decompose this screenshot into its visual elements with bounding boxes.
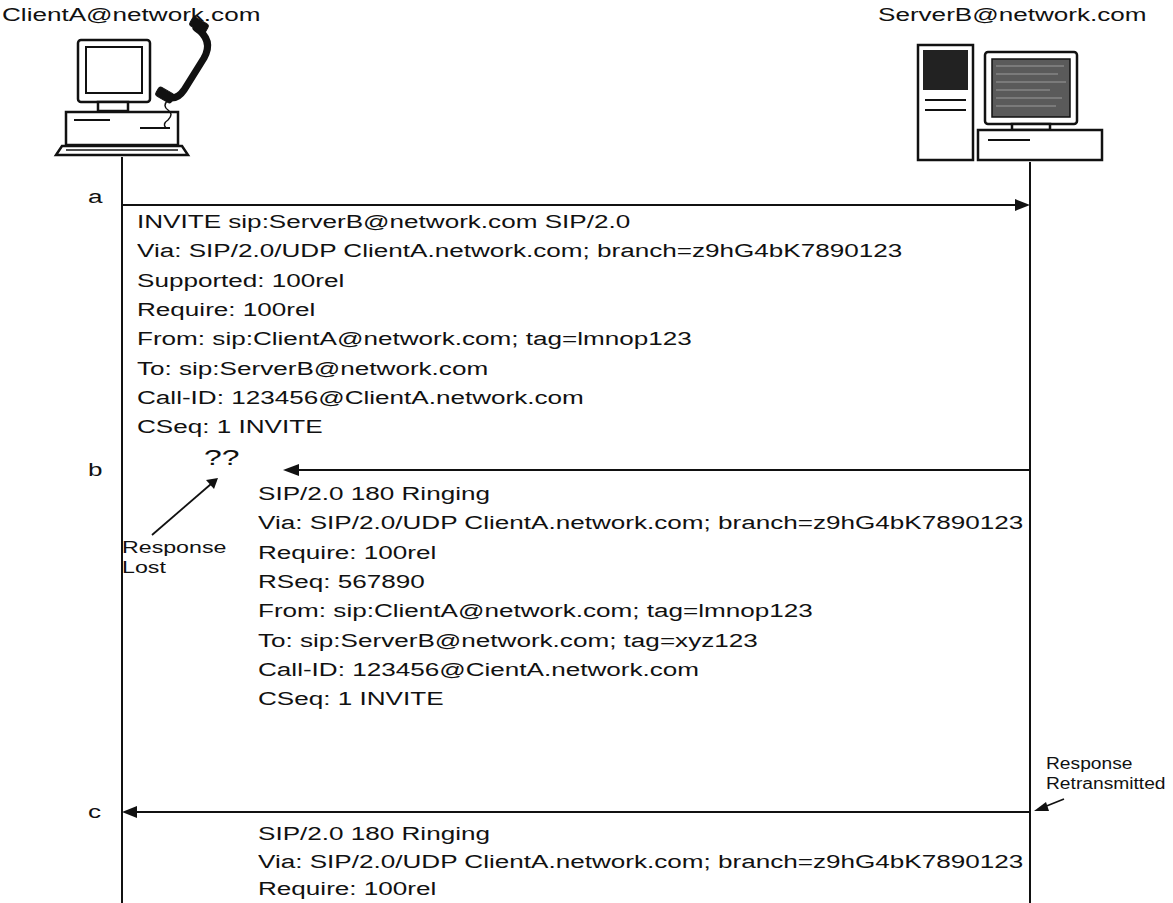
message-line: To: sip:ServerB@network.com; tag=xyz123 <box>258 630 758 652</box>
message-line: INVITE sip:ServerB@network.com SIP/2.0 <box>137 211 630 233</box>
step-letter: c <box>88 801 101 823</box>
message-line: Require: 100rel <box>258 878 436 900</box>
step-letter: a <box>88 186 103 208</box>
message-line: Via: SIP/2.0/UDP ClientA.network.com; br… <box>137 240 902 262</box>
callout-leader <box>1034 799 1064 811</box>
message-line: SIP/2.0 180 Ringing <box>258 483 490 505</box>
client-computer-icon <box>56 40 188 155</box>
message-line: Via: SIP/2.0/UDP ClientA.network.com; br… <box>258 512 1023 534</box>
server-icon <box>918 45 1102 160</box>
lost-marker: ?? <box>204 444 239 471</box>
callout-note: Response Lost <box>122 538 226 578</box>
callout-leader <box>152 478 218 535</box>
message-line: Require: 100rel <box>137 299 315 321</box>
endpoint-label: ClientA@network.com <box>2 4 265 28</box>
step-letter: b <box>88 459 103 481</box>
phone-handset-icon <box>155 16 210 128</box>
message-arrow <box>122 199 1030 211</box>
endpoint-name: ClientA@network.com <box>2 4 260 26</box>
message-line: To: sip:ServerB@network.com <box>137 358 488 380</box>
endpoint-name: ServerB@network.com <box>878 4 1147 26</box>
message-line: Via: SIP/2.0/UDP ClientA.network.com; br… <box>258 851 1023 873</box>
message-line: Call-ID: 123456@ClientA.network.com <box>137 387 584 409</box>
message-line: Supported: 100rel <box>137 270 344 292</box>
message-line: CSeq: 1 INVITE <box>258 688 444 710</box>
lifeline <box>1029 162 1031 903</box>
message-line: From: sip:ClientA@network.com; tag=lmnop… <box>258 600 813 622</box>
endpoint-label: ServerB@network.com <box>878 4 1151 28</box>
message-line: SIP/2.0 180 Ringing <box>258 823 490 845</box>
message-line: Require: 100rel <box>258 542 436 564</box>
message-line: CSeq: 1 INVITE <box>137 416 323 438</box>
message-arrow <box>122 806 1030 818</box>
callout-note: Response Retransmitted <box>1046 754 1166 794</box>
lost-message-arrow <box>283 464 1030 476</box>
message-line: From: sip:ClientA@network.com; tag=lmnop… <box>137 328 692 350</box>
message-line: Call-ID: 123456@CientA.network.com <box>258 659 699 681</box>
lifeline <box>121 157 123 903</box>
message-line: RSeq: 567890 <box>258 571 425 593</box>
